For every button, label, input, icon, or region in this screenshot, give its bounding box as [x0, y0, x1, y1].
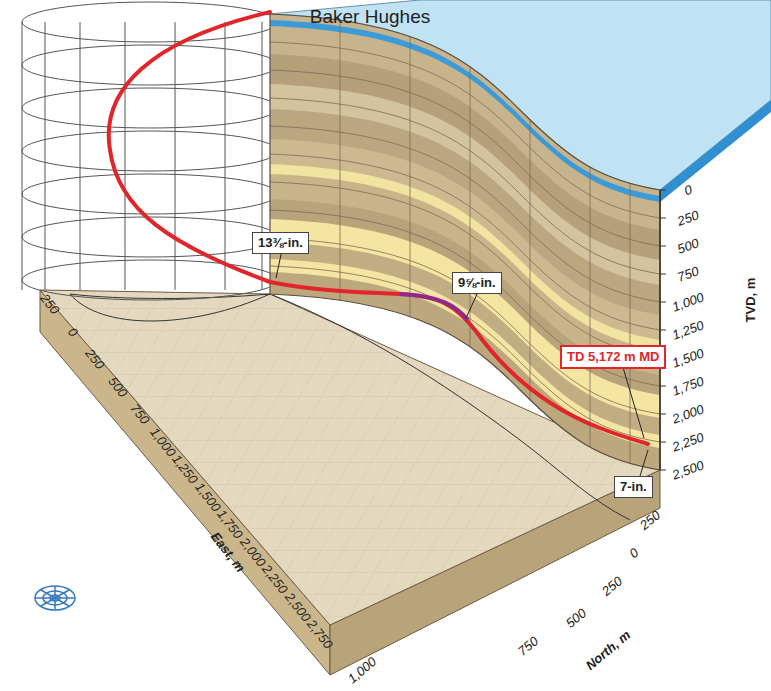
axis-label: 0: [627, 546, 641, 561]
cylinder-rib: [175, 22, 176, 290]
callout-text: TD 5,172 m MD: [567, 350, 659, 364]
section-gridline: [530, 120, 531, 400]
leader-line: [466, 292, 478, 318]
section-gridline: [340, 20, 341, 300]
axis-label: 2,000: [670, 402, 705, 425]
tvd-ticks: [660, 190, 666, 470]
axis-label: 500: [564, 606, 589, 630]
depth-gridline: [270, 42, 660, 218]
section-gridline: [410, 37, 411, 317]
tvd-tick: [660, 190, 666, 191]
compass-icon: [35, 586, 75, 610]
axis-label: North, m: [583, 628, 632, 672]
depth-gridline: [270, 210, 660, 386]
depth-gridline: [270, 266, 660, 442]
axis-label: TVD, m: [744, 278, 757, 323]
wireframe-cylinder: [22, 2, 278, 300]
section-gridline: [590, 167, 591, 447]
cylinder-ring: [22, 131, 278, 171]
tvd-tick: [660, 386, 666, 387]
callout-text: 13⅜-in.: [258, 236, 303, 250]
curve-probe: [270, 14, 660, 190]
tvd-tick: [660, 442, 666, 443]
depth-gridline: [270, 70, 660, 246]
cylinder-ring: [22, 174, 278, 214]
stratum-band: [270, 272, 660, 691]
depth-gridline: [270, 98, 660, 274]
tvd-tick: [660, 218, 666, 219]
tvd-tick: [660, 246, 666, 247]
axis-label: 250: [676, 208, 701, 228]
leader-line: [622, 364, 644, 438]
depth-gridline: [270, 182, 660, 358]
axis-label: 2,250: [670, 430, 705, 453]
axis-label: 750: [516, 634, 541, 658]
callout-box: 9⅝-in.: [452, 272, 502, 294]
axis-label: 750: [676, 264, 701, 284]
sea-edge: [660, 100, 771, 202]
section-outline: [270, 14, 660, 470]
cylinder-ring: [22, 45, 278, 85]
callout-box: 7-in.: [614, 476, 653, 498]
depth-gridline: [270, 154, 660, 330]
cylinder-ring: [22, 88, 278, 128]
section-gridline: [470, 67, 471, 347]
axis-label: 500: [676, 236, 701, 256]
axis-label: 250: [600, 574, 625, 598]
liner-section: [400, 294, 468, 320]
axis-label: 1,250: [670, 318, 705, 341]
axis-label: 1,000: [670, 290, 705, 313]
axis-label: 1,750: [670, 374, 705, 397]
depth-gridline: [270, 126, 660, 302]
callout-text: 9⅝-in.: [458, 276, 496, 290]
strata-section: [270, 14, 660, 691]
tvd-tick: [660, 330, 666, 331]
callout-box: TD 5,172 m MD: [560, 345, 666, 369]
cylinder-ring: [22, 217, 278, 257]
depth-gridline: [270, 238, 660, 414]
tvd-tick: [660, 414, 666, 415]
tvd-tick: [660, 302, 666, 303]
cylinder-rib: [225, 22, 226, 290]
axis-label: 0: [682, 183, 693, 198]
cylinder-rib: [125, 22, 126, 290]
tvd-tick: [660, 274, 666, 275]
cylinder-rib: [22, 22, 23, 290]
well-trajectory: [109, 12, 648, 444]
cylinder-rib: [80, 22, 81, 290]
watermark: Baker Hughes: [310, 7, 430, 26]
cylinder-rib: [45, 22, 46, 290]
callout-box: 13⅜-in.: [252, 232, 309, 254]
section-gridline: [630, 183, 631, 463]
leader-line: [640, 450, 648, 476]
axis-label: 1,500: [670, 346, 705, 369]
callout-text: 7-in.: [620, 480, 647, 494]
cylinder-ring: [22, 260, 278, 300]
axis-label: 2,500: [670, 458, 705, 481]
tvd-tick: [660, 470, 666, 471]
